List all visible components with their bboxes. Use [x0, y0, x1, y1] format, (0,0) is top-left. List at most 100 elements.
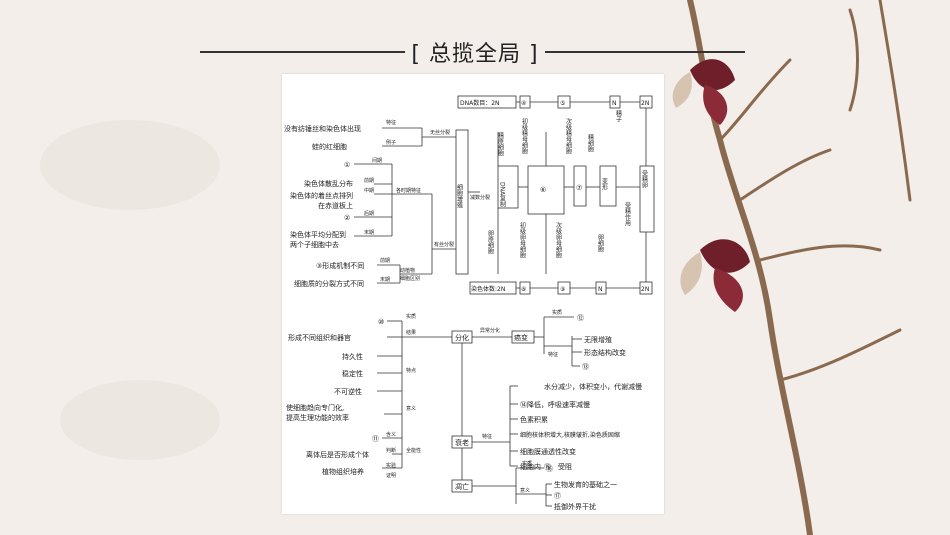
diff-essence: 实质 — [406, 313, 416, 320]
blank-6: ⑥ — [540, 186, 546, 194]
telophase-text-b: 两个子细胞中去 — [290, 240, 339, 249]
blank-11: ⑪ — [372, 435, 379, 443]
diff-proof: 证明 — [386, 472, 396, 479]
metaphase-label: 中期 — [364, 187, 374, 194]
amitosis-label: 无丝分裂 — [430, 129, 450, 136]
blank-7: ⑦ — [576, 184, 582, 192]
sperm: 精子 — [615, 109, 622, 122]
diff-meaning-a: 使细胞趋向专门化, — [286, 403, 344, 412]
tissue-culture: 植物组织培养 — [322, 467, 364, 476]
diff-result-text: 形成不同组织和器官 — [288, 333, 351, 342]
dna-2n: 2N — [641, 100, 649, 107]
blank-3: ③形成机制不同 — [316, 261, 364, 270]
metaphase-text-b: 在赤道板上 — [318, 201, 353, 210]
spermatogonium: 精原细胞 — [497, 131, 504, 157]
infinite-proliferation: 无限增殖 — [584, 335, 612, 344]
blank-5: ⑤ — [560, 100, 565, 107]
primary-oocyte: 初级卵母细胞 — [519, 221, 526, 259]
pre-label: 前期 — [380, 257, 390, 264]
blank-4: ④ — [521, 100, 526, 107]
prophase-text: 染色体散乱分布 — [304, 179, 353, 188]
meiosis-label: 减数分裂 — [470, 194, 490, 201]
diff-meaning: 意义 — [406, 405, 416, 412]
diff-feature: 特点 — [406, 367, 416, 374]
zygote: 受精卵 — [641, 169, 648, 189]
death-resist: 抵御外界干扰 — [554, 502, 596, 511]
blank-13: ⑬ — [582, 363, 589, 371]
oogonium: 卵原细胞 — [487, 229, 494, 255]
blank-10: ⑩ — [378, 318, 384, 326]
cancer-label: 癌变 — [514, 333, 528, 342]
anaphase-label: 后期 — [364, 210, 374, 217]
chromosome-count: 染色体数:2N — [471, 285, 505, 293]
spermatid: 精细胞 — [587, 133, 594, 153]
irreversibility: 不可逆性 — [334, 387, 362, 396]
aging-transport-b: 受阻 — [558, 462, 572, 471]
blank-15: ⑮ — [544, 463, 551, 471]
deformation: 变形 — [601, 177, 608, 191]
amitosis-example-text: 蛙的红细胞 — [312, 142, 347, 151]
cancer-essence: 实质 — [552, 309, 562, 316]
blank-2: ② — [344, 214, 350, 222]
prophase-label: 前期 — [364, 177, 374, 184]
end-label: 末期 — [380, 276, 390, 283]
mitosis-label: 有丝分裂 — [434, 241, 454, 248]
background-spot — [60, 380, 220, 460]
blank-8: ⑧ — [521, 286, 526, 293]
chrom-n: N — [598, 286, 603, 293]
diff-label: 动植物 — [400, 267, 415, 274]
death-label: 凋亡 — [455, 482, 469, 491]
diff-result: 结果 — [406, 329, 416, 336]
background-spot — [40, 120, 220, 210]
title-bar: [ 总揽全局 ] — [200, 36, 745, 67]
aging-transport-a: 细胞内 — [520, 462, 541, 471]
abnormal-differentiation: 异常分化 — [480, 327, 500, 334]
concept-map: 没有纺锤丝和染色体出现 特征 无丝分裂 蛙的红细胞 例子 ① 间期 染色体散乱分… — [284, 95, 655, 511]
diff-example: 实验 — [386, 462, 396, 469]
secondary-spermatocyte: 次级精母细胞 — [565, 117, 572, 155]
dna-replication: DNA复制 — [499, 182, 506, 208]
persistence: 持久性 — [342, 352, 363, 361]
interphase-label: 间期 — [372, 157, 382, 164]
flower-icon — [680, 239, 750, 312]
blank-12: ⑫ — [577, 314, 584, 322]
blank-16: ⑯ — [546, 465, 553, 473]
dna-n: N — [612, 100, 617, 107]
death-meaning: 意义 — [520, 487, 530, 494]
diff-judge: 判断 — [386, 447, 396, 454]
aging-pigment: 色素积累 — [520, 415, 548, 424]
aging-feature: 特征 — [482, 433, 492, 440]
diff-meaning-b: 提高生理功能的效率 — [286, 413, 349, 422]
fertilization: 受精作用 — [624, 201, 631, 227]
differentiation-label: 分化 — [455, 333, 469, 342]
aging-label: 衰老 — [455, 438, 469, 447]
stability: 稳定性 — [342, 369, 363, 378]
amitosis-feature-label: 特征 — [386, 119, 396, 126]
aging-water: 水分减少，体积变小，代谢减慢 — [544, 382, 642, 391]
title-line-right — [545, 51, 745, 53]
death-essence: 实质 — [522, 460, 532, 467]
page-title: [ 总揽全局 ] — [411, 42, 539, 67]
aging-nucleus: 细胞核体积增大,核膜皱折,染色质固缩 — [520, 431, 620, 439]
blank-1: ① — [344, 161, 350, 169]
chrom-2n: 2N — [641, 286, 649, 293]
blank-9: ⑨ — [560, 286, 565, 293]
detached-text: 离体后是否形成个体 — [306, 450, 369, 459]
egg-cell: 卵细胞 — [597, 233, 604, 253]
diff-label-2: 细胞区别 — [400, 275, 420, 282]
proliferation-label: 细胞增殖 — [456, 183, 463, 209]
cytokinesis-text: 细胞质的分裂方式不同 — [294, 279, 364, 288]
title-line-left — [200, 51, 405, 53]
aging-membrane: 细胞膜通透性改变 — [520, 447, 576, 456]
telophase-text-a: 染色体平均分配到 — [290, 230, 346, 239]
death-base: 生物发育的基础之一 — [554, 480, 617, 489]
aging-blank-14: ⑭降低，呼吸速率减慢 — [520, 400, 590, 409]
cancer-feature: 特征 — [548, 351, 558, 358]
diff-concept: 含义 — [386, 431, 396, 438]
amitosis-feature-text: 没有纺锤丝和染色体出现 — [284, 124, 361, 133]
concept-map-panel: 没有纺锤丝和染色体出现 特征 无丝分裂 蛙的红细胞 例子 ① 间期 染色体散乱分… — [282, 74, 664, 514]
shape-change: 形态结构改变 — [584, 348, 626, 357]
telophase-label: 末期 — [364, 229, 374, 236]
amitosis-example-label: 例子 — [386, 139, 396, 146]
